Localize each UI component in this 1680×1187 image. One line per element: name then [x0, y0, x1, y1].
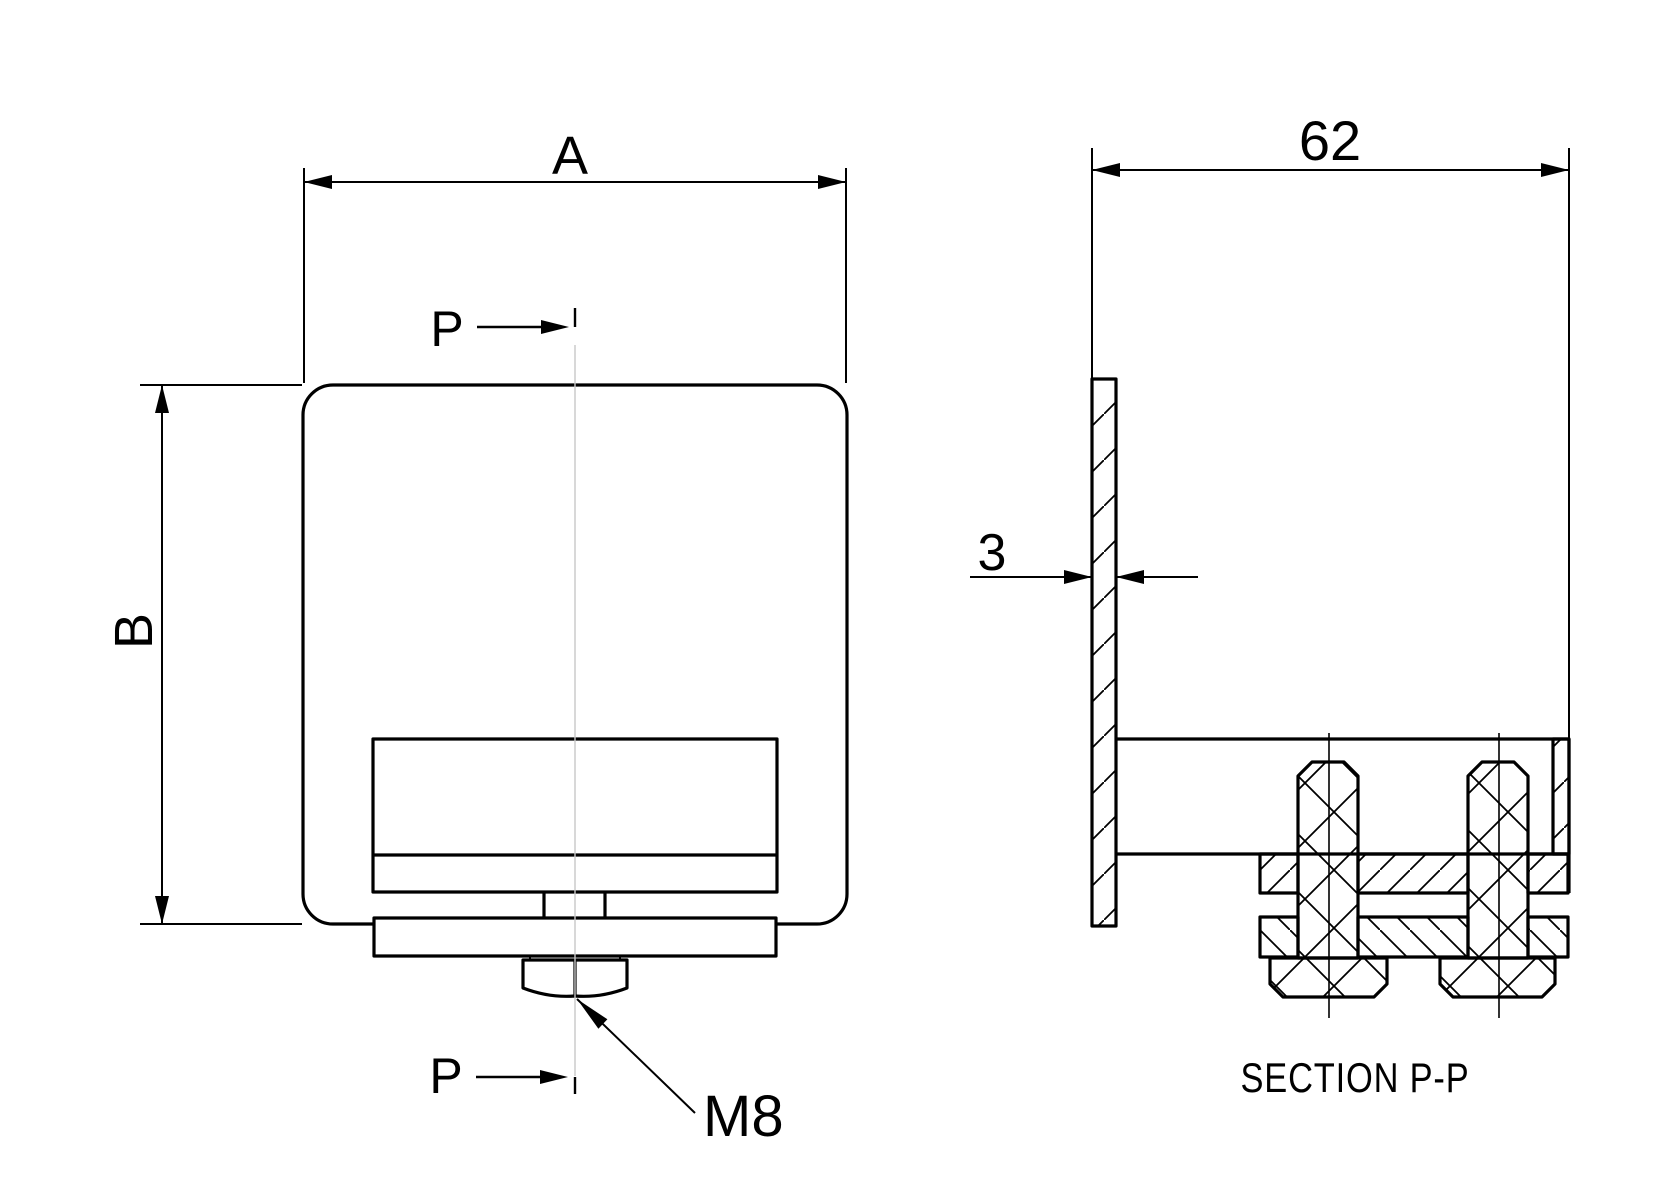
dim-3-arrow-left — [1064, 570, 1092, 584]
lower-strip-right — [1526, 915, 1570, 959]
dimension-b: B — [104, 384, 302, 925]
dim-a-arrow-left — [304, 175, 332, 189]
dim-62-arrow-right — [1541, 163, 1569, 177]
dim-62-label: 62 — [1299, 109, 1361, 172]
section-plate-cut — [1090, 377, 1118, 928]
front-view — [301, 345, 849, 1076]
upper-strip-middle — [1356, 852, 1470, 895]
lower-strip-middle — [1356, 915, 1470, 959]
cut-marker-bottom-arrow — [540, 1070, 568, 1084]
thread-callout: M8 — [576, 998, 784, 1149]
dimension-a: A — [303, 126, 847, 383]
upper-strip-right — [1526, 852, 1570, 895]
lower-strip-left — [1258, 915, 1300, 959]
dim-b-arrow-top — [155, 385, 169, 413]
cut-marker-top-label: P — [430, 301, 463, 357]
dim-a-label: A — [552, 126, 588, 186]
bolt-2-cut — [1466, 760, 1530, 960]
dim-a-arrow-right — [818, 175, 846, 189]
dim-b-label: B — [104, 613, 164, 649]
dim-3-label: 3 — [978, 524, 1007, 582]
arm-right-wall-cut — [1551, 737, 1571, 856]
upper-strip-left — [1258, 852, 1300, 895]
dim-b-arrow-bottom — [155, 896, 169, 924]
dimension-3: 3 — [970, 524, 1198, 584]
nut-2-cut — [1438, 956, 1557, 999]
upper-strip-cut — [1258, 852, 1570, 895]
dim-62-arrow-left — [1092, 163, 1120, 177]
dimension-62: 62 — [1091, 109, 1570, 738]
section-view — [1090, 377, 1571, 1018]
thread-leader-arrow — [577, 999, 608, 1029]
cut-marker-top-arrow — [541, 320, 569, 334]
thread-callout-label: M8 — [703, 1084, 784, 1149]
bolt-1-cut — [1296, 760, 1360, 960]
cut-marker-bottom-label: P — [429, 1048, 462, 1104]
section-title: SECTION P-P — [1240, 1055, 1469, 1102]
dim-3-arrow-right — [1116, 570, 1144, 584]
section-cut-marker-bottom: P — [429, 1048, 577, 1104]
section-cut-marker-top: P — [430, 301, 577, 357]
